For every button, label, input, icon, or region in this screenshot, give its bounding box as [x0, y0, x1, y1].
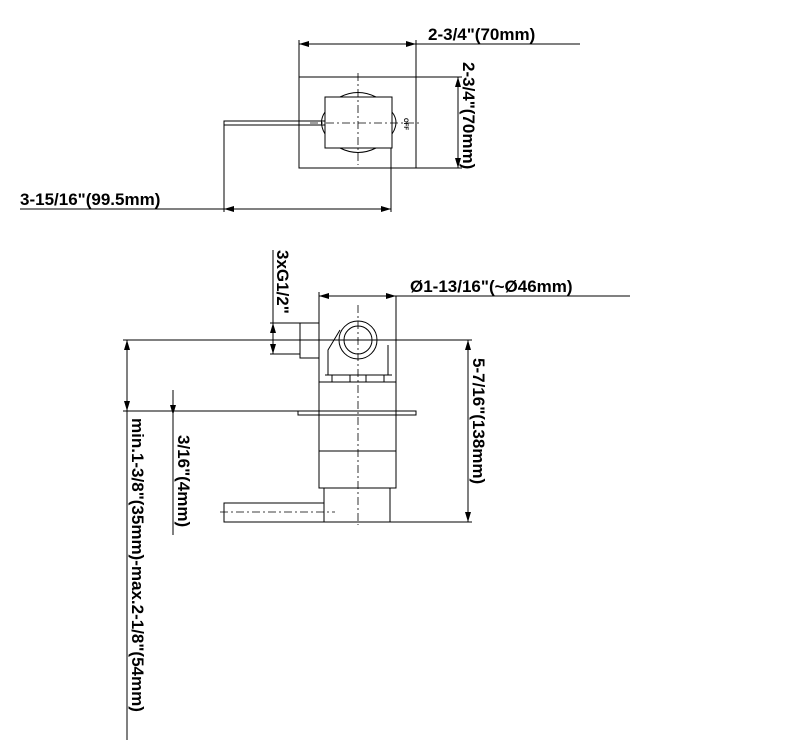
valve-body [318, 295, 397, 489]
height-label-side: 5-7/16"(138mm) [469, 358, 488, 484]
handle-hub [323, 487, 391, 523]
diameter-label: Ø1-13/16"(~Ø46mm) [410, 277, 573, 296]
inlet-label: 3xG1/2" [273, 250, 292, 314]
off-mark: OFF [402, 118, 408, 130]
width-label: 2-3/4"(70mm) [428, 25, 535, 44]
handle-lever [223, 502, 325, 523]
handle-body [324, 96, 393, 149]
depth-label: min.1-3/8"(35mm)-max.2-1/8"(54mm) [128, 418, 147, 712]
cover-plate [298, 76, 417, 169]
lever [223, 120, 326, 126]
height-label: 2-3/4"(70mm) [459, 62, 478, 169]
top-view: OFF 2-3/4"(70mm) 2-3/4"(70mm) 3-15/16"(9… [20, 25, 580, 212]
side-view: Ø1-13/16"(~Ø46mm) 3xG1/2" 5-7/16"(138mm)… [123, 250, 630, 740]
lever-label: 3-15/16"(99.5mm) [20, 190, 160, 209]
wall-plate [297, 410, 417, 416]
plate-label: 3/16"(4mm) [174, 435, 193, 527]
